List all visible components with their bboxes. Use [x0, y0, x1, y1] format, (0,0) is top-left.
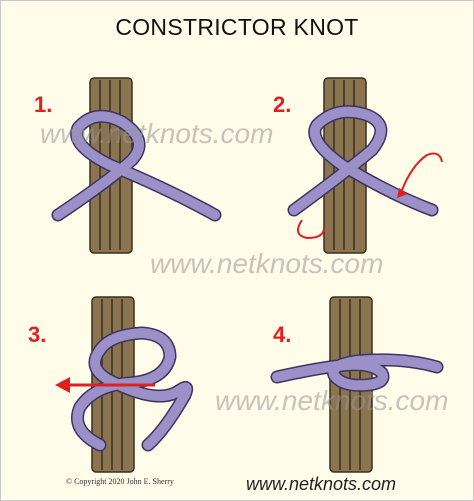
watermark-top: www.netknots.com [40, 118, 274, 149]
rotation-arrow-icon [297, 152, 443, 240]
rope-icon [287, 105, 439, 217]
step-3-illustration [55, 296, 194, 473]
rope-icon [71, 326, 194, 452]
rope-icon [270, 353, 444, 392]
watermark-middle: www.netknots.com [150, 248, 384, 279]
diagram-title: CONSTRICTOR KNOT [115, 14, 359, 40]
site-link[interactable]: www.netknots.com [246, 474, 397, 494]
step-4-number: 4. [273, 322, 292, 347]
step-4-illustration [270, 296, 444, 473]
copyright-notice: © Copyright 2020 John E. Sherry [66, 477, 174, 486]
step-2-illustration [287, 77, 443, 254]
step-3-number: 3. [28, 322, 47, 347]
watermark-bottom: www.netknots.com [215, 385, 449, 416]
step-1-illustration [51, 77, 222, 254]
rope-icon [51, 109, 222, 222]
step-1-number: 1. [34, 92, 53, 117]
pull-arrow-icon [55, 377, 155, 393]
step-2-number: 2. [273, 92, 292, 117]
